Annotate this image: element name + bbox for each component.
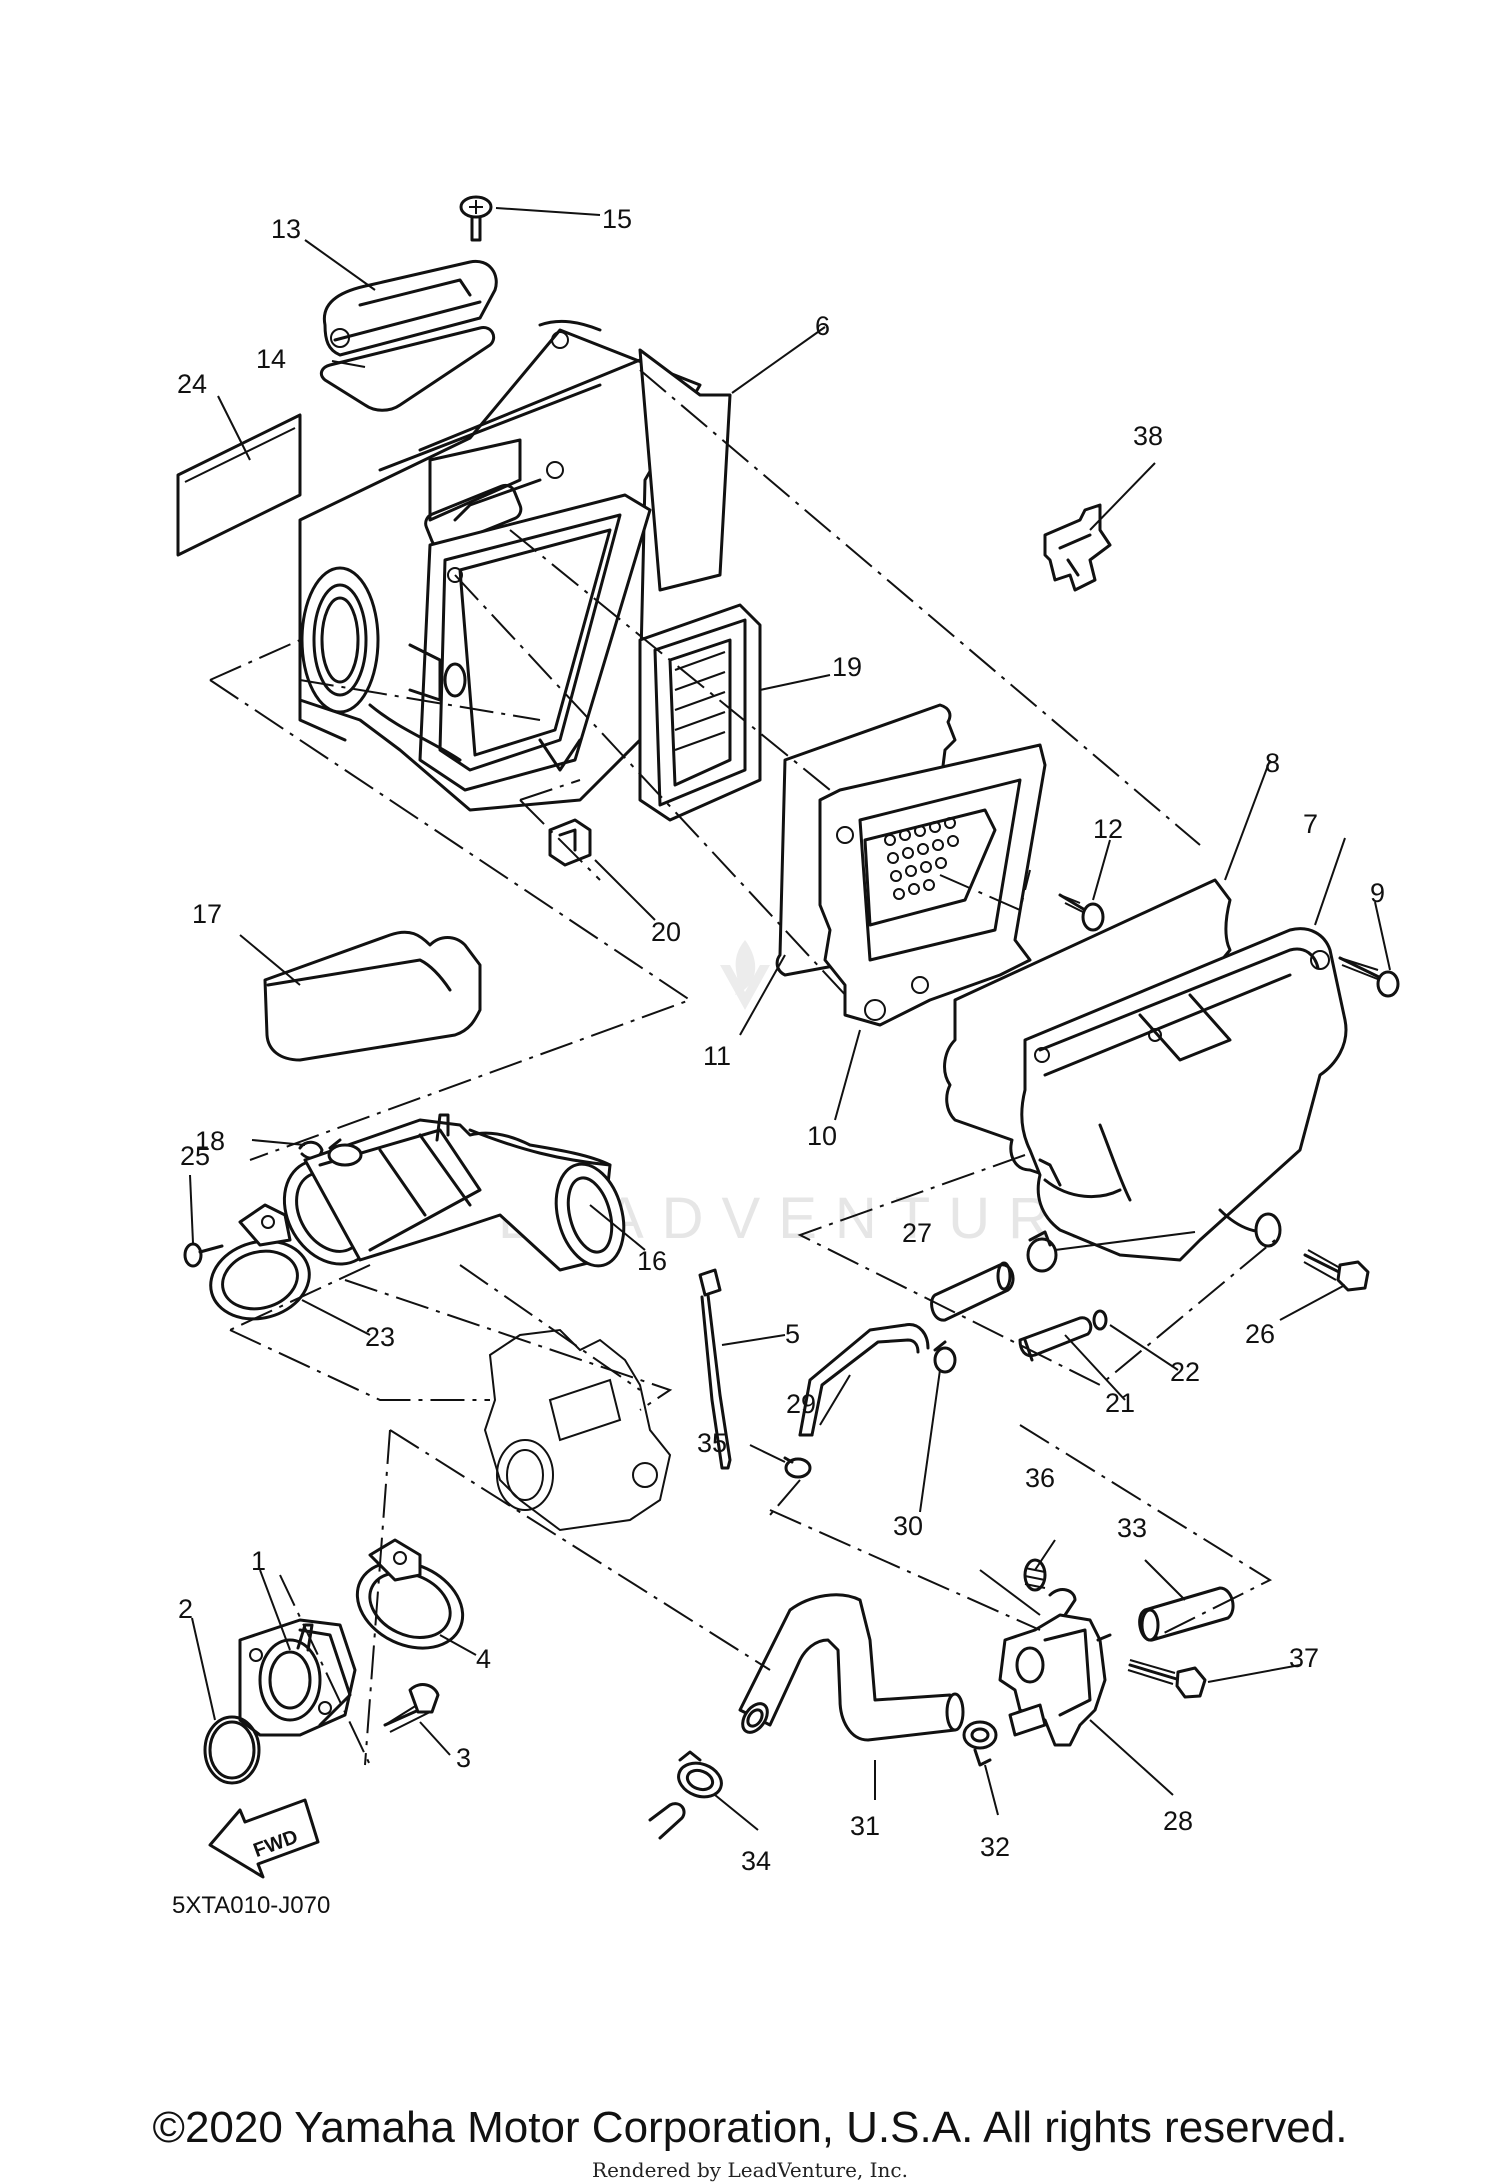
part-label: 11 bbox=[703, 1041, 731, 1071]
part-label: 35 bbox=[697, 1428, 727, 1458]
part-label: 33 bbox=[1117, 1513, 1147, 1543]
part-10-holder bbox=[818, 743, 1047, 1027]
part-label: 38 bbox=[1133, 421, 1163, 451]
part-label: 3 bbox=[456, 1743, 471, 1773]
part-label: 36 bbox=[1025, 1463, 1055, 1493]
part-label: 18 bbox=[195, 1126, 225, 1156]
part-label: 21 bbox=[1105, 1388, 1135, 1418]
reference-lines bbox=[209, 369, 1276, 1766]
part-label: 29 bbox=[786, 1389, 816, 1419]
part-label: 2 bbox=[178, 1594, 193, 1624]
part-20-clip bbox=[548, 818, 592, 867]
part-label: 6 bbox=[815, 311, 830, 341]
part-24-pad bbox=[176, 413, 302, 557]
part-17-sponge bbox=[263, 930, 482, 1062]
part-33-tube bbox=[1138, 1586, 1235, 1642]
part-label: 25 bbox=[180, 1141, 210, 1171]
part-label: 27 bbox=[902, 1218, 932, 1248]
part-34-clamp bbox=[677, 1750, 723, 1799]
fuel-tube-end bbox=[648, 1802, 686, 1840]
part-8-gasket bbox=[943, 878, 1232, 1177]
part-13-cover bbox=[322, 259, 498, 357]
part-35-clamp bbox=[783, 1456, 812, 1479]
part-19-filter bbox=[638, 603, 762, 822]
part-label: 15 bbox=[602, 204, 632, 234]
part-label: 30 bbox=[893, 1511, 923, 1541]
part-number-labels: 1 2 3 4 5 6 7 8 9 10 11 12 13 14 15 16 1… bbox=[177, 204, 1385, 1876]
part-label: 8 bbox=[1265, 748, 1280, 778]
part-12-screw bbox=[1058, 893, 1105, 932]
part-4-clamp bbox=[355, 1538, 465, 1650]
part-25-screw bbox=[183, 1242, 224, 1268]
part-32-clamp bbox=[962, 1720, 998, 1767]
part-28-fuel-cock bbox=[998, 1588, 1112, 1747]
diagram-code: 5XTA010-J070 bbox=[172, 1892, 330, 1919]
part-label: 37 bbox=[1289, 1643, 1319, 1673]
part-label: 19 bbox=[832, 652, 862, 682]
part-label: 9 bbox=[1370, 878, 1385, 908]
part-11-seal bbox=[775, 703, 957, 977]
part-2-o-ring bbox=[203, 1715, 261, 1785]
part-label: 10 bbox=[807, 1121, 837, 1151]
part-29-hose bbox=[798, 1323, 930, 1437]
part-31-hose bbox=[738, 1593, 965, 1742]
part-3-screw bbox=[383, 1683, 440, 1733]
part-37-bolt bbox=[1127, 1659, 1207, 1699]
part-label: 1 bbox=[251, 1546, 266, 1576]
part-label: 4 bbox=[476, 1644, 491, 1674]
part-label: 13 bbox=[271, 214, 301, 244]
part-5-cable-tie bbox=[698, 1268, 732, 1470]
part-label: 14 bbox=[256, 344, 286, 374]
air-filter-case bbox=[298, 319, 732, 812]
part-22-ring bbox=[1092, 1309, 1108, 1331]
part-7-cover bbox=[1020, 927, 1348, 1262]
part-36-spring bbox=[1023, 1558, 1047, 1592]
part-label: 31 bbox=[850, 1811, 880, 1841]
part-label: 17 bbox=[192, 899, 222, 929]
part-label: 23 bbox=[365, 1322, 395, 1352]
part-label: 5 bbox=[785, 1319, 800, 1349]
part-label: 26 bbox=[1245, 1319, 1275, 1349]
part-label: 28 bbox=[1163, 1806, 1193, 1836]
part-38-clip bbox=[1043, 503, 1112, 592]
rendered-by-credit: Rendered by LeadVenture, Inc. bbox=[592, 2158, 908, 2182]
part-label: 20 bbox=[651, 917, 681, 947]
part-15-screw bbox=[459, 195, 493, 242]
part-9-screw bbox=[1338, 956, 1400, 998]
part-1-carb-joint bbox=[238, 1618, 357, 1737]
leader-lines bbox=[189, 207, 1391, 1831]
part-label: 16 bbox=[637, 1246, 667, 1276]
carburetor-phantom bbox=[483, 1328, 672, 1532]
part-label: 34 bbox=[741, 1846, 771, 1876]
part-16-joint bbox=[282, 1113, 626, 1272]
part-label: 22 bbox=[1170, 1357, 1200, 1387]
drain-tube bbox=[930, 1261, 1015, 1322]
copyright-notice: ©2020 Yamaha Motor Corporation, U.S.A. A… bbox=[152, 2103, 1348, 2152]
part-23-clamp bbox=[209, 1203, 311, 1321]
part-30-clamp bbox=[933, 1340, 957, 1374]
part-27-clamp bbox=[1026, 1230, 1058, 1273]
part-label: 12 bbox=[1093, 814, 1123, 844]
part-label: 7 bbox=[1303, 809, 1318, 839]
part-26-bolt bbox=[1303, 1249, 1370, 1292]
part-14-gasket bbox=[319, 326, 496, 412]
part-label: 32 bbox=[980, 1832, 1010, 1862]
fwd-arrow-icon: FWD bbox=[208, 1798, 320, 1879]
part-21-plug bbox=[1018, 1316, 1093, 1362]
part-label: 24 bbox=[177, 369, 207, 399]
